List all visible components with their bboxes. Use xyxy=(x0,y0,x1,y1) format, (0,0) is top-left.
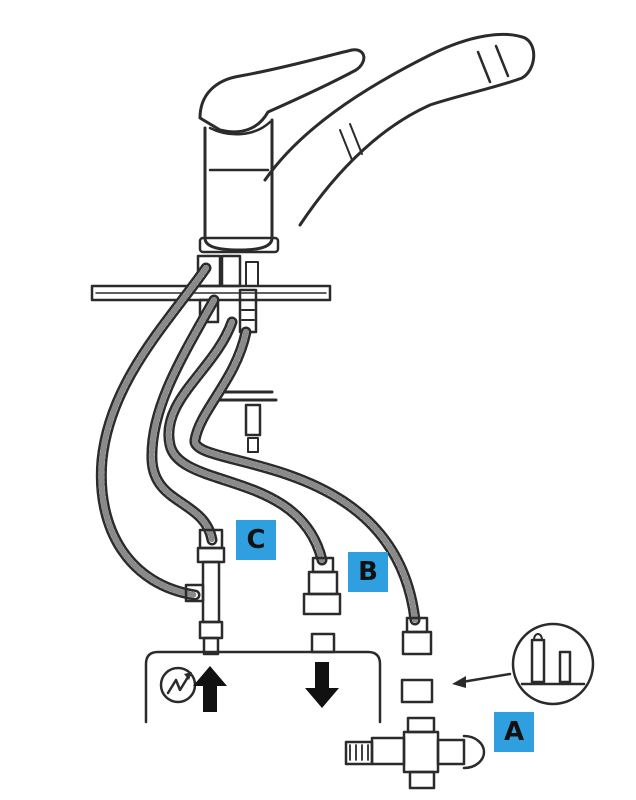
label-a-text: A xyxy=(503,717,525,747)
detail-pointer xyxy=(452,672,512,688)
connector-a-hose-end xyxy=(400,616,434,704)
label-a: A xyxy=(494,712,534,752)
connector-b xyxy=(302,556,342,654)
arrow-up-icon xyxy=(193,666,227,712)
arrow-down-icon xyxy=(305,662,339,708)
faucet-lever xyxy=(198,48,366,134)
heating-element-icon xyxy=(159,666,197,704)
label-b: B xyxy=(348,552,388,592)
fixing-stud xyxy=(212,390,278,453)
hose-to-a xyxy=(189,326,421,626)
label-b-text: B xyxy=(358,557,378,587)
label-c: C xyxy=(236,520,276,560)
faucet-body xyxy=(198,118,280,254)
angle-valve-a xyxy=(344,716,486,790)
hose-hot-supply xyxy=(95,262,212,601)
hose-to-c xyxy=(146,294,220,546)
label-c-text: C xyxy=(246,525,266,555)
hose-to-b xyxy=(163,316,328,566)
water-heater xyxy=(144,650,382,724)
magnified-detail-icon xyxy=(511,622,595,706)
faucet-spout xyxy=(263,32,536,227)
tee-fitting-c xyxy=(184,528,226,656)
